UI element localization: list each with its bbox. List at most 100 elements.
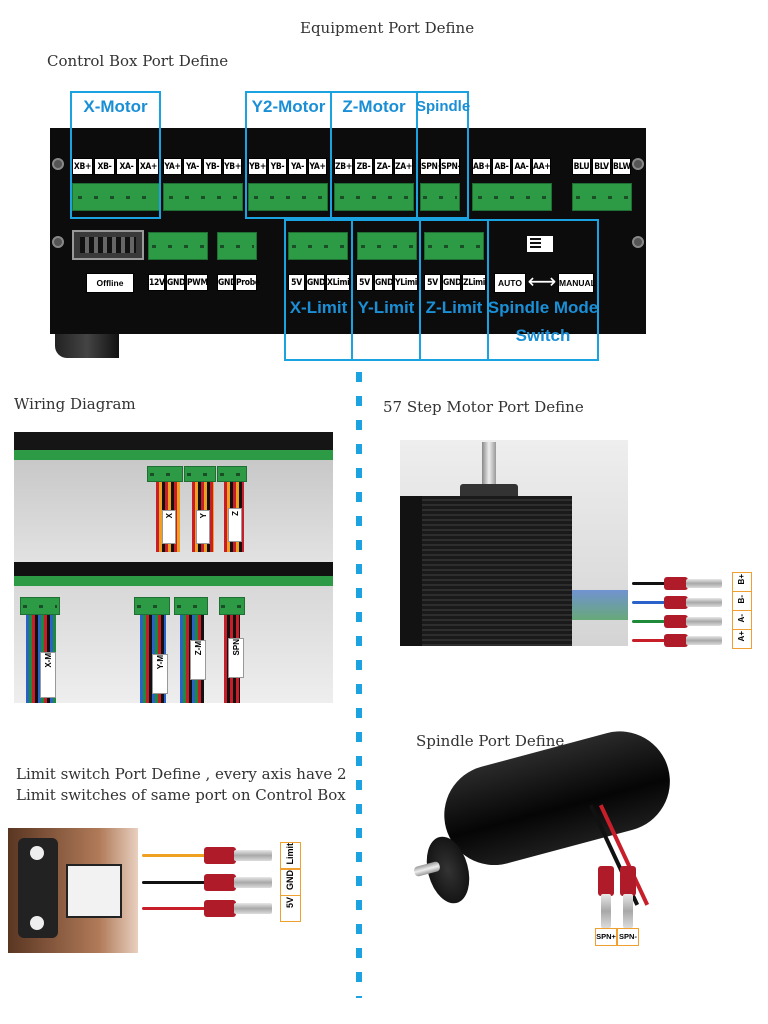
plug xyxy=(217,466,247,482)
wire-tag: Y-M xyxy=(152,654,168,694)
wire-label: A+ xyxy=(732,629,752,649)
spindle-mode-callout-box xyxy=(487,219,599,361)
ferrule xyxy=(598,866,614,896)
y2-motor-terminal xyxy=(248,183,328,211)
spindle-heading: Spindle Port Define xyxy=(416,732,565,750)
wire xyxy=(142,881,208,884)
port-label: ZA- xyxy=(374,158,393,175)
wire xyxy=(632,620,666,623)
wire-tag: X xyxy=(162,510,176,544)
ferrule-tip xyxy=(686,617,722,626)
spindle-mode-callout-line2: Switch xyxy=(515,326,571,345)
offline-connector xyxy=(72,230,144,260)
wire-label: B- xyxy=(732,591,752,611)
xlimit-label: GND xyxy=(306,274,325,291)
wire xyxy=(142,854,208,857)
port-label: XB- xyxy=(94,158,115,175)
section-divider xyxy=(356,372,362,998)
offline-label: Offline xyxy=(86,273,134,293)
x-limit-callout-box xyxy=(284,219,353,361)
wire xyxy=(142,907,208,910)
plug xyxy=(20,597,60,615)
power-label: 12V xyxy=(148,274,165,291)
port-label: AB+ xyxy=(472,158,491,175)
port-label: ZB+ xyxy=(334,158,353,175)
z-motor-terminal xyxy=(334,183,414,211)
enclosure-foot xyxy=(55,334,119,358)
spindle-terminal xyxy=(420,183,460,211)
port-label: ZA+ xyxy=(394,158,413,175)
screw-hole-icon xyxy=(52,236,64,248)
z-limit-terminal xyxy=(424,232,484,260)
spindle-callout: Spindle xyxy=(416,98,471,115)
port-label: SPN+ xyxy=(420,158,444,175)
ylimit-label: 5V xyxy=(356,274,373,291)
ferrule xyxy=(204,874,236,891)
wiring-photo: X Y Z X-M Y-M Z-M SPN xyxy=(14,432,333,703)
screw-hole-icon xyxy=(632,158,644,170)
ferrule-tip xyxy=(234,903,272,914)
step-motor-heading: 57 Step Motor Port Define xyxy=(383,398,584,416)
z-limit-callout: Z-Limit xyxy=(425,298,483,317)
port-label: SPN- xyxy=(440,158,461,175)
bl-terminal xyxy=(572,183,632,211)
power-terminal xyxy=(148,232,208,260)
x-motor-terminal xyxy=(72,183,160,211)
z-limit-callout-box xyxy=(419,219,489,361)
double-arrow-icon: ⟷ xyxy=(527,269,557,293)
zlimit-label: ZLimit xyxy=(462,274,489,291)
ferrule-tip xyxy=(623,894,633,928)
ferrule-tip xyxy=(686,598,722,607)
wire-label: A- xyxy=(732,610,752,630)
port-label: BLU xyxy=(572,158,591,175)
wire-label: 5V xyxy=(280,895,301,922)
y-motor-terminal xyxy=(163,183,243,211)
wire-tag: SPN xyxy=(228,638,244,678)
z-motor-callout: Z-Motor xyxy=(342,97,406,116)
plug xyxy=(147,466,183,482)
port-label: AB- xyxy=(492,158,511,175)
wiring-diagram-heading: Wiring Diagram xyxy=(14,395,136,413)
auto-label: AUTO xyxy=(494,273,526,293)
wire-tag: Y xyxy=(196,510,210,544)
ferrule xyxy=(664,634,688,647)
probe-terminal xyxy=(217,232,257,260)
spindle-callout-box xyxy=(416,91,469,219)
port-label: YB- xyxy=(203,158,222,175)
spindle-mode-callout-line1: Spindle Mode xyxy=(487,298,599,317)
plug xyxy=(219,597,245,615)
y-limit-terminal xyxy=(357,232,417,260)
wire-tag: Z-M xyxy=(190,640,206,680)
plug xyxy=(134,597,170,615)
y2-motor-callout: Y2-Motor xyxy=(251,97,326,116)
ferrule-tip xyxy=(686,579,722,588)
y-limit-callout-box xyxy=(351,219,421,361)
x-motor-callout-box xyxy=(70,91,161,219)
wire-label: SPN- xyxy=(617,928,639,946)
port-label: ZB- xyxy=(354,158,373,175)
ferrule-tip xyxy=(234,877,272,888)
xlimit-label: XLimit xyxy=(326,274,353,291)
wire-label: GND xyxy=(280,869,301,896)
mode-switch-icon xyxy=(527,236,553,252)
wire xyxy=(632,582,666,585)
ferrule-tip xyxy=(686,636,722,645)
screw-hole-icon xyxy=(632,236,644,248)
x-limit-callout: X-Limit xyxy=(289,298,348,317)
port-label: YB+ xyxy=(223,158,242,175)
limit-switch-heading-line1: Limit switch Port Define , every axis ha… xyxy=(16,765,347,783)
page-title: Equipment Port Define xyxy=(300,19,475,37)
plug xyxy=(184,466,216,482)
manual-label: MANUAL xyxy=(558,273,596,293)
ylimit-label: GND xyxy=(374,274,393,291)
ferrule xyxy=(620,866,636,896)
ferrule-tip xyxy=(601,894,611,928)
port-label: AA- xyxy=(512,158,531,175)
port-label: YA- xyxy=(183,158,202,175)
ferrule xyxy=(664,615,688,628)
probe-label: GND xyxy=(217,274,236,291)
a-motor-terminal xyxy=(472,183,552,211)
zlimit-label: 5V xyxy=(424,274,441,291)
port-label: YA+ xyxy=(163,158,182,175)
control-box-heading: Control Box Port Define xyxy=(47,52,229,70)
